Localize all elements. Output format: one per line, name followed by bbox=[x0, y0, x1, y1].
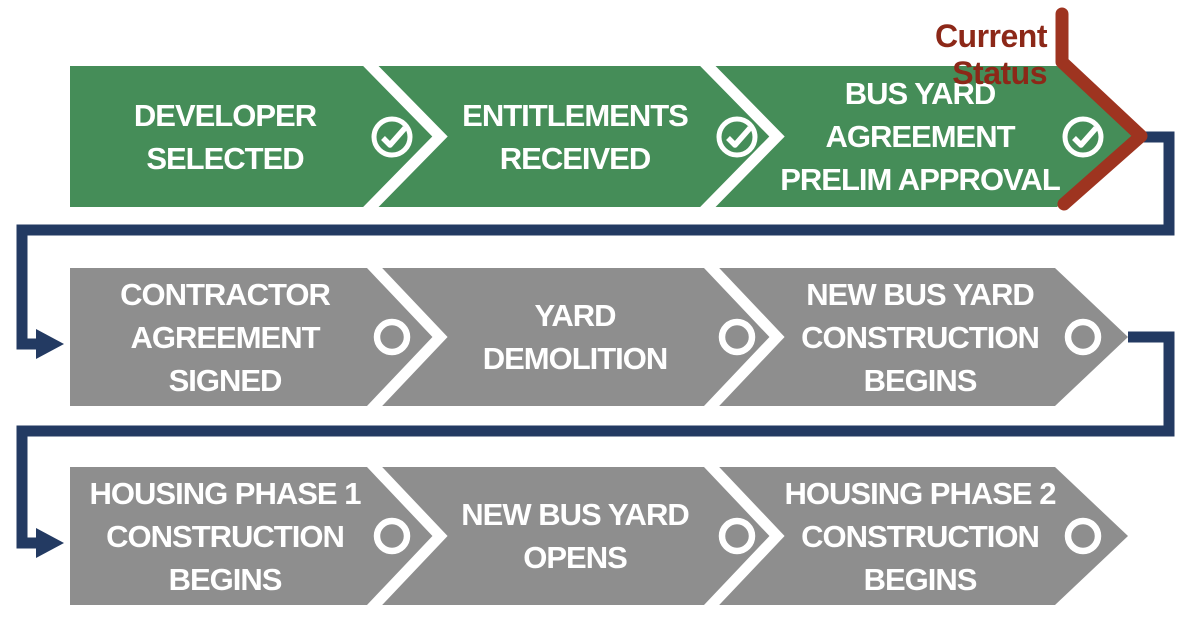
check-circle-icon bbox=[371, 116, 413, 157]
current-status-label: Current Status bbox=[934, 18, 1048, 91]
milestone-label: ENTITLEMENTS RECEIVED bbox=[462, 97, 689, 176]
milestone-label: HOUSING PHASE 2 CONSTRUCTION BEGINS bbox=[784, 475, 1057, 597]
timeline-row-3: HOUSING PHASE 1 CONSTRUCTION BEGINS NEW … bbox=[70, 467, 1128, 605]
empty-circle-icon bbox=[718, 517, 756, 555]
empty-circle-icon bbox=[373, 318, 411, 356]
milestone-label: YARD DEMOLITION bbox=[482, 298, 669, 376]
empty-circle-icon bbox=[1064, 318, 1102, 356]
milestone-label: HOUSING PHASE 1 CONSTRUCTION BEGINS bbox=[89, 475, 362, 597]
empty-circle-icon bbox=[373, 517, 411, 555]
connector-arrowhead-row3 bbox=[36, 528, 64, 558]
milestone-label: CONTRACTOR AGREEMENT SIGNED bbox=[120, 276, 331, 398]
connector-arrowhead-row2 bbox=[36, 329, 64, 359]
empty-circle-icon bbox=[1064, 517, 1102, 555]
milestone-label: NEW BUS YARD CONSTRUCTION BEGINS bbox=[801, 276, 1040, 398]
timeline-row-2: CONTRACTOR AGREEMENT SIGNED YARD DEMOLIT… bbox=[70, 268, 1128, 406]
milestone-label: DEVELOPER SELECTED bbox=[133, 97, 317, 176]
check-circle-icon bbox=[716, 116, 758, 157]
milestone-label: NEW BUS YARD OPENS bbox=[461, 497, 689, 575]
check-circle-icon bbox=[1062, 116, 1104, 157]
empty-circle-icon bbox=[718, 318, 756, 356]
